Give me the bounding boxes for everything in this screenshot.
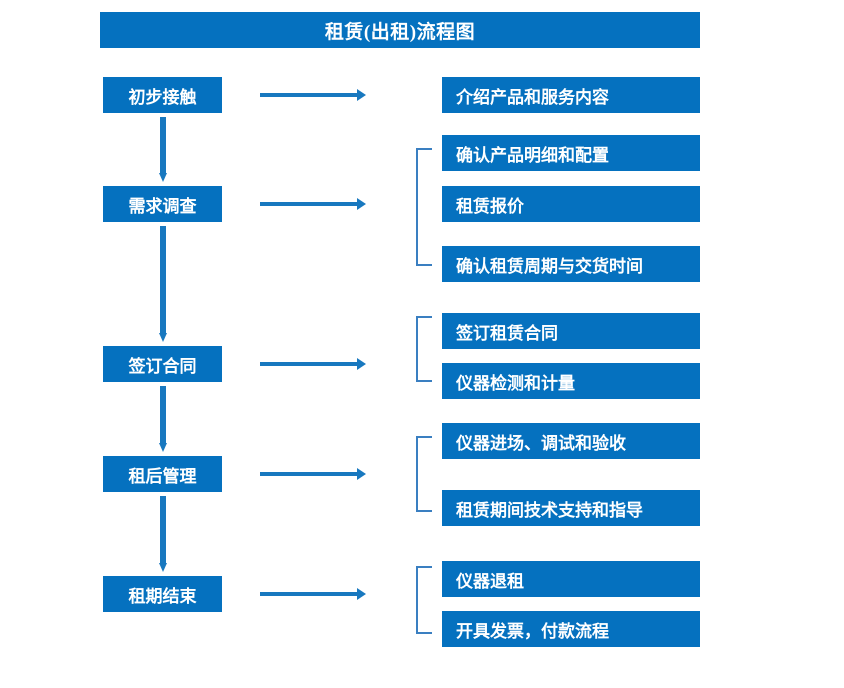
task-group-bracket-post-rental [416,436,432,512]
task-group-bracket-rental-end [416,566,432,634]
flowchart-title: 租赁(出租)流程图 [100,12,700,48]
task-group-bracket-sign-contract [416,316,432,382]
connector-arrow-stage2-stage3 [159,226,167,342]
task-box-rental-quotation[interactable]: 租赁报价 [442,186,700,222]
stage-box-initial-contact[interactable]: 初步接触 [103,77,222,113]
task-box-confirm-product-details[interactable]: 确认产品明细和配置 [442,135,700,171]
task-box-instrument-delivery[interactable]: 仪器进场、调试和验收 [442,423,700,459]
task-box-introduce-products[interactable]: 介绍产品和服务内容 [442,77,700,113]
task-box-sign-rental-contract[interactable]: 签订租赁合同 [442,313,700,349]
task-box-technical-support[interactable]: 租赁期间技术支持和指导 [442,490,700,526]
task-box-confirm-rental-period[interactable]: 确认租赁周期与交货时间 [442,246,700,282]
connector-arrow-stage3-stage4 [159,386,167,452]
task-box-invoice-payment[interactable]: 开具发票，付款流程 [442,611,700,647]
task-box-instrument-return[interactable]: 仪器退租 [442,561,700,597]
flow-arrow-stage2-tasks [260,198,366,210]
task-box-instrument-testing[interactable]: 仪器检测和计量 [442,363,700,399]
stage-box-sign-contract[interactable]: 签订合同 [103,346,222,382]
flow-arrow-stage5-tasks [260,588,366,600]
stage-box-post-rental-management[interactable]: 租后管理 [103,456,222,492]
stage-box-rental-end[interactable]: 租期结束 [103,576,222,612]
flow-arrow-stage3-tasks [260,358,366,370]
connector-arrow-stage4-stage5 [159,496,167,572]
task-group-bracket-requirement-survey [416,148,432,266]
flow-arrow-stage4-tasks [260,468,366,480]
connector-arrow-stage1-stage2 [159,117,167,182]
stage-box-requirement-survey[interactable]: 需求调查 [103,186,222,222]
flow-arrow-stage1-tasks [260,89,366,101]
